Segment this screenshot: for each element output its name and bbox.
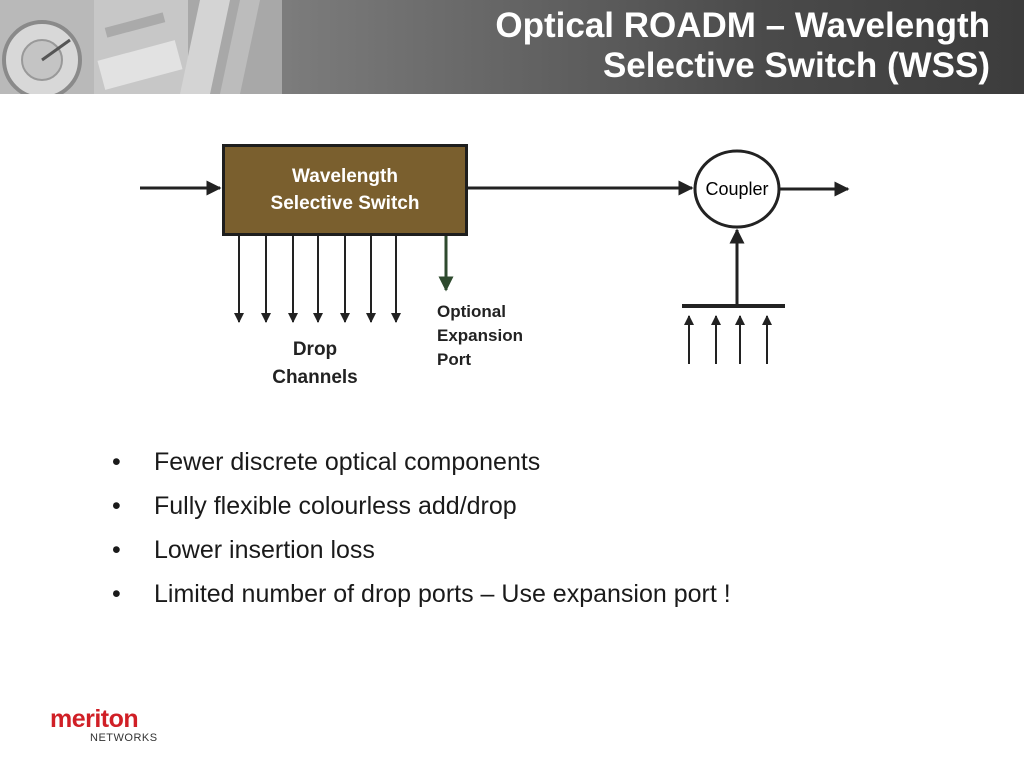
drop-label-line-2: Channels: [272, 367, 358, 388]
port-label-line-1: Optional: [437, 302, 506, 321]
bullet-text: Fully flexible colourless add/drop: [154, 492, 517, 520]
port-label-line-2: Expansion: [437, 326, 523, 345]
bullet-text: Limited number of drop ports – Use expan…: [154, 580, 731, 608]
expansion-port-label: Optional Expansion Port: [437, 300, 523, 372]
bullet-dot: •: [112, 580, 121, 608]
coupler-label: Coupler: [705, 179, 769, 199]
wss-block: Wavelength Selective Switch: [222, 144, 468, 236]
bullet-item: • Fully flexible colourless add/drop: [112, 484, 731, 528]
bullet-list: • Fewer discrete optical components • Full…: [112, 440, 731, 616]
bullet-dot: •: [112, 492, 121, 520]
wss-label-line-1: Wavelength: [292, 166, 398, 187]
wss-label-line-2: Selective Switch: [270, 193, 420, 214]
title-line-2: Selective Switch (WSS): [602, 46, 990, 85]
wss-diagram: Wavelength Selective Switch Coupler Opti…: [0, 94, 1024, 414]
company-logo: meriton NETWORKS: [50, 706, 158, 744]
title-line-1: Optical ROADM – Wavelength: [495, 6, 990, 45]
drop-channels-label: Drop Channels: [240, 336, 390, 392]
header-photo: [0, 0, 282, 94]
logo-subtitle: NETWORKS: [90, 732, 158, 744]
port-label-line-3: Port: [437, 350, 471, 369]
bullet-text: Fewer discrete optical components: [154, 448, 541, 476]
bullet-item: • Lower insertion loss: [112, 528, 731, 572]
logo-wordmark: meriton: [50, 705, 139, 733]
bullet-item: • Fewer discrete optical components: [112, 440, 731, 484]
drop-label-line-1: Drop: [292, 339, 338, 360]
slide-title: Optical ROADM – Wavelength Selective Swi…: [390, 6, 990, 86]
bullet-dot: •: [112, 448, 121, 476]
bullet-text: Lower insertion loss: [154, 536, 375, 564]
header-banner: Optical ROADM – Wavelength Selective Swi…: [0, 0, 1024, 94]
bullet-dot: •: [112, 536, 121, 564]
bullet-item: • Limited number of drop ports – Use expa…: [112, 572, 731, 616]
